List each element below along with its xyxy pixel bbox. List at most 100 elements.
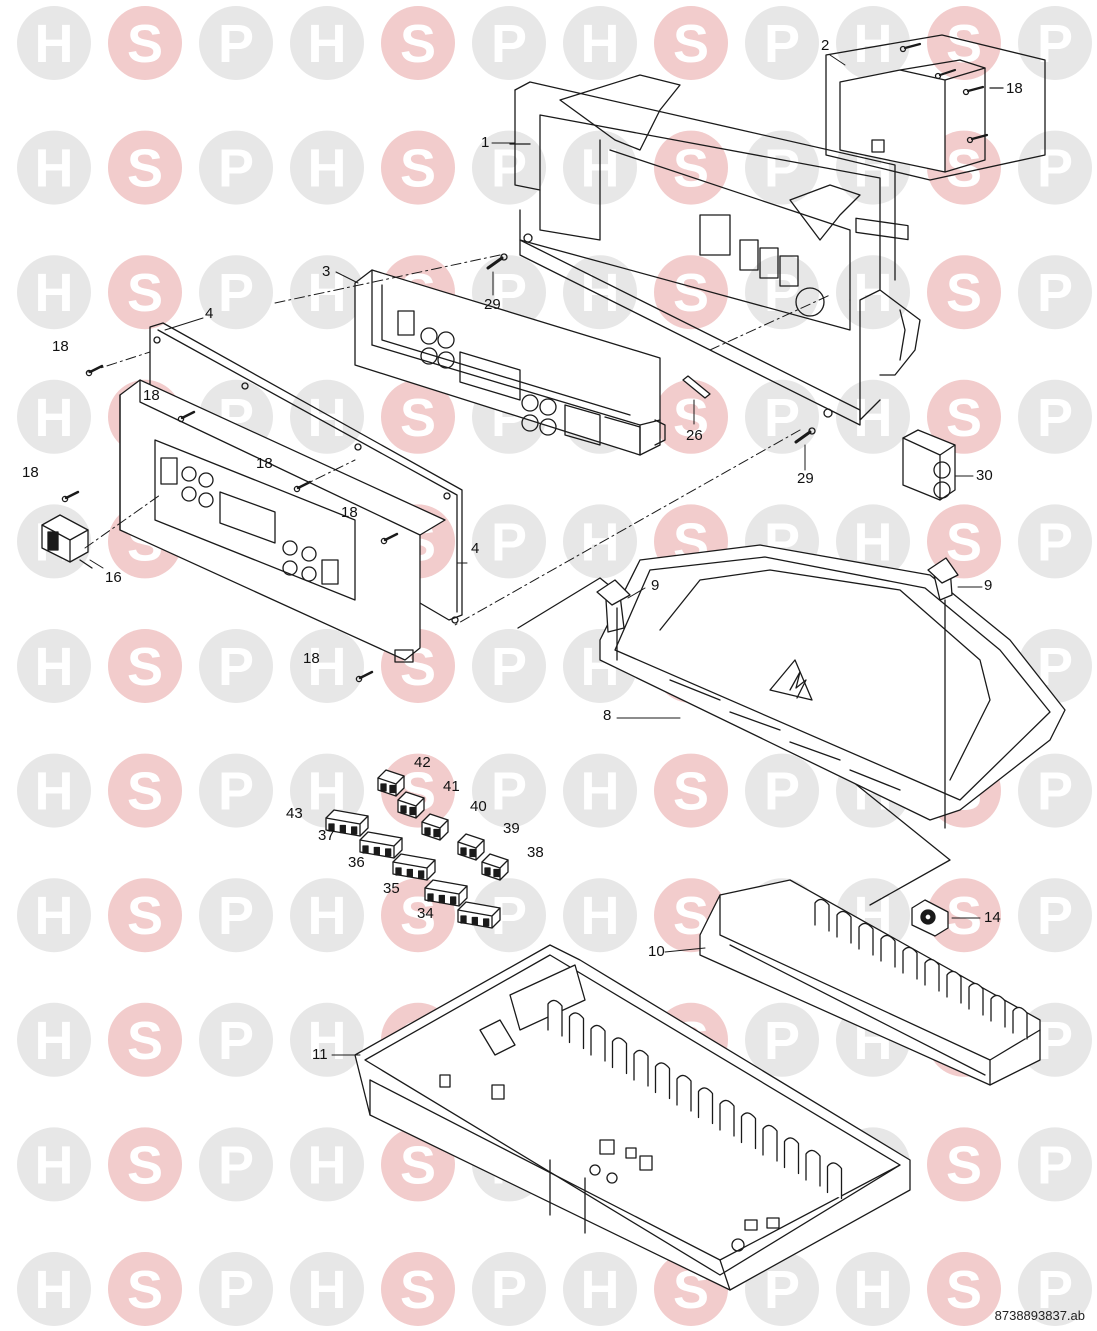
callout-9b: 9: [984, 577, 993, 594]
svg-text:P: P: [764, 762, 800, 822]
svg-text:H: H: [35, 388, 74, 448]
svg-text:S: S: [127, 139, 163, 199]
svg-text:S: S: [127, 886, 163, 946]
cable-tooth: [547, 999, 563, 1037]
svg-text:H: H: [308, 637, 347, 697]
svg-text:P: P: [218, 637, 254, 697]
cable-tooth: [590, 1024, 606, 1062]
connector-38: [481, 853, 509, 881]
callout-35: 35: [383, 880, 400, 897]
connector-41: [397, 791, 425, 819]
callout-36: 36: [348, 854, 365, 871]
svg-text:S: S: [127, 637, 163, 697]
watermark-logo: P: [1018, 6, 1092, 80]
svg-text:P: P: [1037, 1260, 1073, 1320]
watermark-logo: H: [290, 878, 364, 953]
svg-text:P: P: [218, 886, 254, 946]
callout-2: 2: [821, 37, 830, 54]
cable-tooth: [654, 1062, 671, 1100]
callout-8: 8: [603, 707, 612, 724]
svg-text:H: H: [35, 1011, 74, 1071]
svg-text:H: H: [581, 762, 620, 822]
svg-text:P: P: [764, 14, 800, 74]
watermark-logo: S: [927, 6, 1001, 80]
svg-text:P: P: [491, 1260, 527, 1320]
svg-text:S: S: [946, 1135, 982, 1195]
svg-text:P: P: [491, 14, 527, 74]
watermark-logo: H: [290, 6, 364, 80]
svg-text:H: H: [581, 886, 620, 946]
watermark-logo: S: [381, 379, 455, 454]
svg-text:P: P: [1037, 762, 1073, 822]
cable-tooth: [946, 970, 962, 1004]
svg-text:H: H: [35, 263, 74, 323]
watermark-logo: S: [108, 878, 182, 953]
cable-tooth: [611, 1037, 628, 1075]
watermark-logo: P: [745, 130, 819, 205]
svg-text:H: H: [308, 388, 347, 448]
svg-text:P: P: [1037, 1135, 1073, 1195]
cable-tooth: [783, 1137, 800, 1175]
cable-tooth: [836, 910, 852, 944]
watermark-logo: S: [927, 1252, 1001, 1326]
svg-text:S: S: [400, 1135, 436, 1195]
svg-text:S: S: [946, 512, 982, 572]
svg-text:H: H: [35, 762, 74, 822]
watermark-logo: P: [199, 1252, 273, 1326]
svg-text:H: H: [308, 1135, 347, 1195]
svg-text:H: H: [308, 263, 347, 323]
callout-18f: 18: [341, 504, 358, 521]
watermark-logo: P: [199, 255, 273, 330]
watermark-logo: H: [290, 753, 364, 828]
watermark-logo: H: [290, 1252, 364, 1326]
svg-text:P: P: [1037, 1011, 1073, 1071]
svg-text:H: H: [308, 886, 347, 946]
watermark-logo: S: [108, 753, 182, 828]
watermark-logo: H: [17, 1127, 91, 1202]
watermark-logo: H: [290, 130, 364, 205]
part-2-module: [825, 34, 1046, 241]
callout-43: 43: [286, 805, 303, 822]
svg-text:S: S: [127, 1011, 163, 1071]
cable-tooth: [568, 1012, 585, 1050]
svg-text:S: S: [946, 14, 982, 74]
cable-tooth: [719, 1099, 735, 1137]
callout-42: 42: [414, 754, 431, 771]
watermark-logo: S: [108, 1002, 182, 1077]
connector-34: [457, 901, 501, 929]
svg-text:P: P: [1037, 388, 1073, 448]
cable-tooth: [814, 898, 830, 932]
svg-text:S: S: [946, 263, 982, 323]
watermark-logo: S: [654, 379, 728, 454]
watermark-logo: H: [290, 1002, 364, 1077]
watermark-logo: S: [654, 130, 728, 205]
reference-code: 8738893837.ab: [994, 1308, 1085, 1323]
watermark-logo: P: [472, 629, 546, 703]
svg-text:H: H: [308, 139, 347, 199]
callout-30: 30: [976, 467, 993, 484]
callout-39: 39: [503, 820, 520, 837]
cable-tooth: [924, 958, 940, 992]
watermark-logo: P: [1018, 504, 1092, 579]
svg-text:H: H: [308, 1011, 347, 1071]
watermark-logo: H: [17, 1002, 91, 1077]
watermark-logo: H: [17, 255, 91, 330]
svg-text:P: P: [218, 263, 254, 323]
svg-text:S: S: [127, 1135, 163, 1195]
svg-text:H: H: [581, 1260, 620, 1320]
svg-text:H: H: [35, 1260, 74, 1320]
svg-text:P: P: [764, 1260, 800, 1320]
svg-text:S: S: [946, 1260, 982, 1320]
part-11-base: [354, 944, 911, 1291]
svg-text:S: S: [127, 762, 163, 822]
watermark-logo: H: [836, 6, 910, 80]
svg-text:P: P: [764, 1011, 800, 1071]
watermark-logo: P: [1018, 878, 1092, 953]
watermark-logo: S: [108, 130, 182, 205]
watermark-logo: P: [199, 1127, 273, 1202]
watermark-logo: P: [1018, 1127, 1092, 1202]
cable-tooth: [762, 1124, 778, 1162]
connector-35: [424, 879, 468, 907]
svg-text:S: S: [400, 139, 436, 199]
